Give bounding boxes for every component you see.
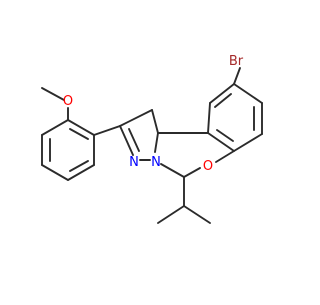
bond-benz-2: [207, 102, 211, 134]
bond-ipr-me2: [183, 205, 211, 224]
amine-nitrogen-label: N: [151, 155, 161, 170]
bond-benz-double-b: [216, 129, 234, 142]
bond-c-n-imine-double-2: [128, 128, 140, 152]
atom-labels: Br O O N N: [63, 54, 244, 174]
bond-o-ch3: [41, 87, 65, 101]
methoxy-oxygen-label: O: [63, 94, 73, 109]
bond-set: [41, 67, 263, 224]
bond-ar-2: [41, 119, 69, 136]
bond-benz-3: [207, 132, 235, 152]
bond-c-n-amine: [160, 163, 185, 178]
bond-ar-4: [41, 164, 69, 181]
ring-oxygen-label: O: [203, 159, 213, 174]
bond-ar-1: [67, 119, 95, 136]
molecule-diagram: Br O O N N: [41, 54, 263, 224]
bond-benz-6: [233, 83, 263, 104]
structure-svg: Br O O N N: [41, 54, 263, 224]
bond-benz-double-a: [214, 93, 232, 108]
imine-nitrogen-label: N: [129, 155, 139, 170]
bond-c-n-imine-double: [119, 125, 134, 156]
bond-n-c-fused: [154, 132, 159, 153]
bond-ipr-me1: [157, 205, 185, 224]
bond-ar-double-c: [69, 160, 89, 172]
bond-aryl-link: [93, 125, 121, 136]
bond-ar-double-a: [69, 128, 89, 140]
bond-ar-5: [67, 164, 95, 181]
bromine-label: Br: [229, 54, 244, 69]
bond-o-c: [183, 167, 201, 178]
bond-c-br: [233, 67, 241, 85]
bond-benz-4: [233, 133, 263, 152]
bond-ch2-c: [119, 109, 153, 127]
bond-benz-o: [215, 150, 235, 163]
bond-fused-ch2: [151, 109, 159, 134]
bond-benz-1: [209, 83, 235, 104]
